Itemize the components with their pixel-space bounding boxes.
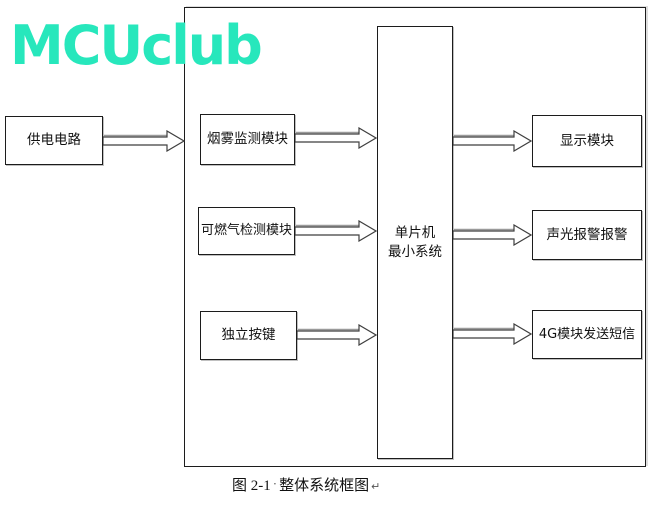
block-label: 独立按键 [221, 327, 276, 344]
arrow-mcu-to-4g [453, 323, 532, 345]
block-display-module: 显示模块 [532, 115, 642, 167]
arrow-mcu-to-display [453, 130, 532, 152]
mcuclub-watermark: MCUclub [10, 14, 263, 77]
block-label: 显示模块 [560, 132, 614, 149]
arrow-power-to-system [103, 130, 185, 152]
figure-number: 图 2-1 [232, 478, 271, 494]
block-sound-light-alarm: 声光报警报警 [532, 210, 642, 260]
arrow-gas-to-mcu [295, 220, 377, 242]
block-label-line2: 最小系统 [388, 243, 442, 260]
arrow-mcu-to-alarm [453, 224, 532, 246]
block-label: 声光报警报警 [546, 226, 628, 243]
block-power-supply: 供电电路 [5, 116, 103, 165]
arrow-smoke-to-mcu [295, 127, 377, 149]
block-label: 烟雾监测模块 [207, 131, 288, 148]
space-formatting-mark: · [272, 476, 278, 491]
block-label-line1: 单片机 [394, 225, 436, 242]
figure-title: 整体系统框图 [279, 478, 370, 494]
paragraph-mark-icon: ↵ [371, 481, 381, 493]
block-smoke-monitor-module: 烟雾监测模块 [200, 114, 295, 165]
arrow-keys-to-mcu [297, 324, 377, 346]
block-gas-detect-module: 可燃气检测模块 [198, 207, 295, 255]
block-4g-sms-module: 4G模块发送短信 [532, 310, 642, 359]
block-mcu-minimum-system: 单片机 最小系统 [377, 26, 453, 459]
system-boundary-box [184, 7, 646, 467]
block-independent-keys: 独立按键 [200, 311, 297, 360]
figure-caption: 图 2-1·整体系统框图↵ [232, 476, 380, 497]
block-label: 4G模块发送短信 [538, 326, 636, 342]
block-label: 可燃气检测模块 [200, 223, 292, 239]
block-label: 供电电路 [27, 132, 81, 149]
